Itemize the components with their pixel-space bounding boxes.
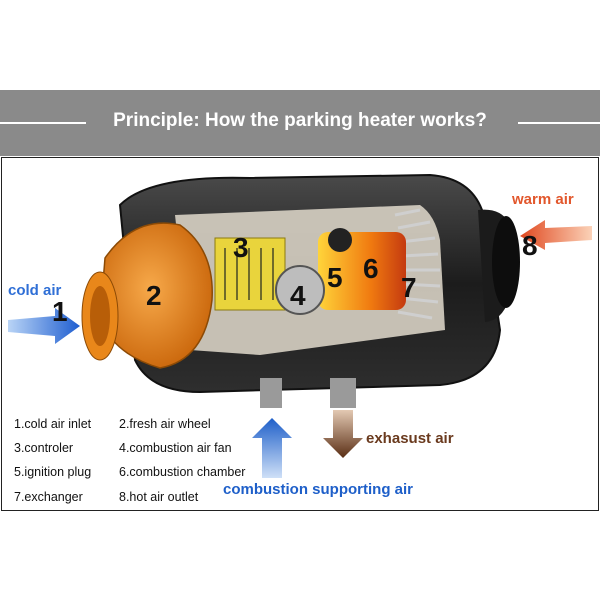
cold-air-label: cold air: [8, 282, 62, 299]
legend-item: 1.cold air inlet: [14, 417, 92, 431]
warm-air-label: warm air: [512, 191, 574, 208]
title-rule-right: [518, 122, 600, 124]
legend-item: 4.combustion air fan: [119, 441, 232, 455]
callout-5: 5: [327, 262, 343, 293]
legend-item: 8.hot air outlet: [119, 490, 199, 504]
legend-item: 7.exchanger: [14, 490, 83, 504]
exhaust-air-arrow: [323, 410, 363, 458]
callout-1: 1: [52, 296, 68, 327]
combustion-air-label: combustion supporting air: [223, 481, 413, 498]
legend-item: 6.combustion chamber: [119, 465, 246, 479]
title-rule-left: [0, 122, 86, 124]
title-banner: Principle: How the parking heater works?: [0, 90, 600, 156]
legend-item: 3.controler: [14, 441, 74, 455]
exhaust-air-label: exhasust air: [366, 430, 454, 447]
combustion-air-arrow: [252, 418, 292, 478]
callout-3: 3: [233, 232, 249, 263]
callout-4: 4: [290, 280, 306, 311]
legend-item: 5.ignition plug: [14, 465, 92, 479]
cold-air-arrow: [8, 308, 80, 344]
legend-item: 2.fresh air wheel: [119, 417, 211, 431]
callout-2: 2: [146, 280, 162, 311]
warm-air-arrow: [520, 220, 592, 250]
heater-housing: [118, 173, 520, 408]
callout-7: 7: [401, 272, 417, 303]
callout-6: 6: [363, 253, 379, 284]
callout-8: 8: [522, 230, 538, 261]
page-title: Principle: How the parking heater works?: [113, 110, 487, 131]
fresh-air-wheel: [81, 222, 213, 369]
